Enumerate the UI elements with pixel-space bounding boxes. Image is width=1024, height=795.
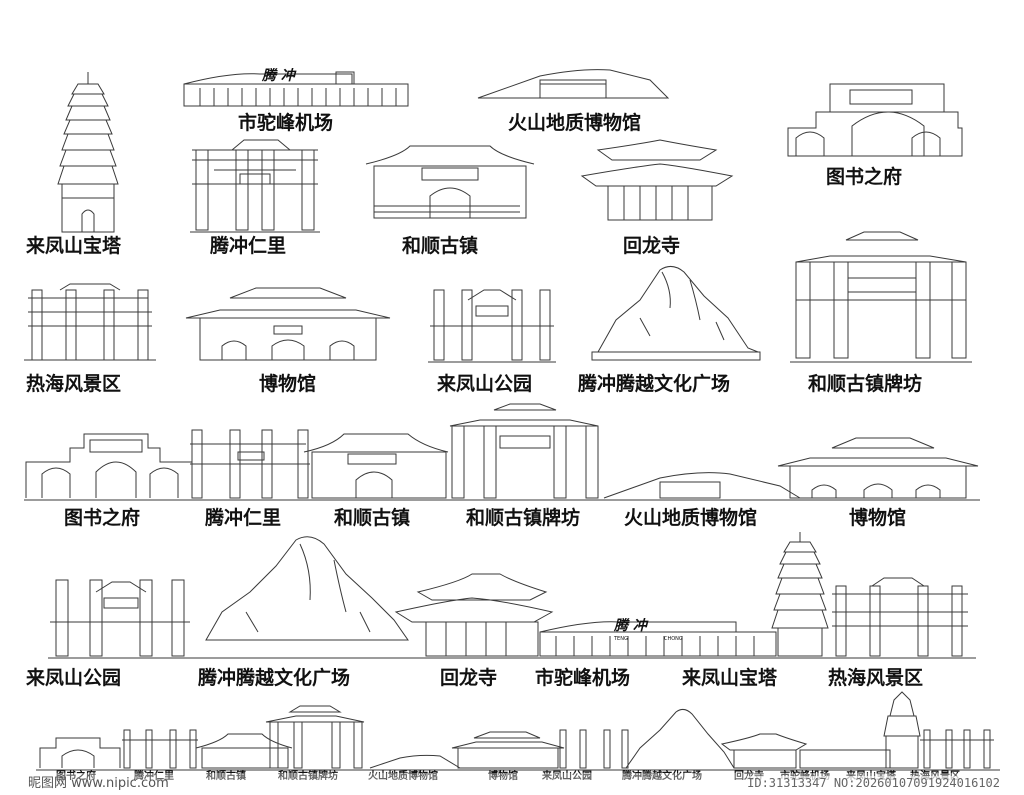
label-huilong-r1: 回龙寺: [623, 235, 681, 257]
label-heshun-r3: 和顺古镇: [334, 507, 411, 529]
library-gate-drawing: [788, 84, 962, 156]
label-heshun-arch-r2: 和顺古镇牌坊: [808, 373, 923, 395]
label-laifeng-park-r2: 来凤山公园: [437, 373, 533, 395]
label-volcano-museum-r5: 火山地质博物馆: [368, 771, 438, 782]
airport-sign-2: 腾 冲: [613, 617, 649, 634]
row3-skyline-drawing: [24, 404, 980, 500]
row4-skyline-drawing: [48, 532, 976, 658]
label-laifeng-park-r4: 来凤山公园: [26, 667, 122, 689]
airport-sign-1: 腾 冲: [261, 67, 297, 84]
label-museum-r2: 博物馆: [259, 373, 317, 395]
watermark-site: 昵图网 www.nipic.com: [28, 776, 169, 791]
label-library-r5: 图书之府: [56, 771, 96, 782]
label-library-r3: 图书之府: [64, 507, 141, 529]
label-museum-r5: 博物馆: [488, 771, 518, 782]
watermark-id: ID:31313347 NO:20260107091924016102: [747, 776, 1000, 790]
label-renli-r5: 腾冲仁里: [134, 771, 174, 782]
label-volcano-museum-r3: 火山地质博物馆: [624, 507, 758, 529]
label-culture-square-r5: 腾冲腾越文化广场: [622, 771, 702, 782]
rehai-gate-drawing: [24, 284, 156, 360]
museum-drawing: [186, 288, 390, 360]
label-heshun-arch-r3: 和顺古镇牌坊: [466, 507, 581, 529]
label-airport-r1: 市驼峰机场: [238, 112, 334, 134]
culture-square-drawing: [592, 266, 760, 360]
label-huilong-r4: 回龙寺: [440, 667, 498, 689]
volcano-museum-drawing: [478, 70, 668, 98]
airport-drawing: [184, 72, 408, 106]
label-museum-r3: 博物馆: [849, 507, 907, 529]
label-culture-square-r2: 腾冲腾越文化广场: [578, 373, 731, 395]
label-culture-square-r4: 腾冲腾越文化广场: [198, 667, 351, 689]
huilong-temple-drawing: [582, 140, 732, 220]
pagoda-drawing: [58, 72, 118, 232]
label-heshun-r1: 和顺古镇: [402, 235, 479, 257]
label-heshun-r5: 和顺古镇: [206, 771, 246, 782]
airport-pinyin-2: CHONG: [664, 636, 683, 642]
label-pagoda-r4: 来凤山宝塔: [682, 667, 778, 689]
laifeng-park-gate-drawing: [428, 290, 556, 362]
label-library-r1: 图书之府: [826, 166, 903, 188]
label-volcano-museum-r1: 火山地质博物馆: [508, 112, 642, 134]
heshun-drawing: [366, 146, 534, 218]
label-laifeng-park-r5: 来凤山公园: [542, 771, 592, 782]
label-rehai-r4: 热海风景区: [828, 667, 924, 689]
label-heshun-arch-r5: 和顺古镇牌坊: [278, 771, 338, 782]
label-pagoda-r1: 来凤山宝塔: [26, 235, 122, 257]
label-renli-r1: 腾冲仁里: [210, 235, 287, 257]
label-airport-r4: 市驼峰机场: [535, 667, 631, 689]
renli-gate-drawing: [190, 140, 320, 232]
label-renli-r3: 腾冲仁里: [205, 507, 282, 529]
row5-skyline-drawing: [36, 692, 1000, 770]
airport-pinyin-1: TENG: [613, 636, 628, 642]
label-rehai-r2: 热海风景区: [26, 373, 122, 395]
heshun-arch-drawing: [790, 232, 972, 362]
